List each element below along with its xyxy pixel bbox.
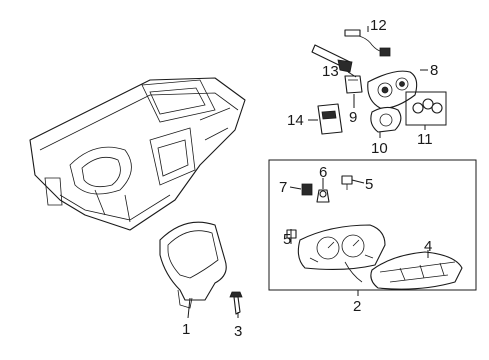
callout-9: 9 [349, 109, 357, 126]
socket-7 [301, 183, 313, 196]
callout-6: 6 [319, 164, 327, 181]
callout-4: 4 [424, 238, 432, 255]
callout-7: 7 [279, 179, 287, 196]
callout-10: 10 [371, 140, 388, 157]
callout-labels: 1 2 3 4 5 5 6 7 8 9 10 11 12 13 14 [182, 17, 438, 340]
callout-11: 11 [417, 131, 433, 148]
knob-10 [370, 106, 402, 133]
screw-3 [229, 291, 243, 315]
callout-8: 8 [430, 62, 438, 79]
callout-5b: 5 [283, 231, 291, 248]
callout-12: 12 [370, 17, 387, 34]
callout-5a: 5 [365, 176, 373, 193]
switch-9 [344, 75, 363, 94]
instrument-panel [29, 77, 246, 231]
callout-14: 14 [287, 112, 304, 129]
cluster-housing-4 [370, 251, 463, 290]
callout-13: 13 [322, 63, 339, 80]
callout-3: 3 [234, 323, 242, 340]
switch-13 [311, 44, 353, 73]
climate-panel-8 [367, 70, 418, 109]
lens-strip [344, 261, 363, 283]
leader-lines [187, 26, 429, 319]
bulb-6 [316, 189, 330, 203]
switch-14 [317, 103, 343, 135]
knobs-11 [405, 91, 447, 126]
instrument-cluster [297, 224, 386, 270]
cluster-bezel [159, 221, 227, 309]
cluster-assembly-frame [268, 159, 477, 291]
clip-12 [344, 29, 391, 57]
callout-1: 1 [182, 321, 190, 338]
screw-5a [341, 175, 353, 190]
callout-2: 2 [353, 298, 361, 315]
